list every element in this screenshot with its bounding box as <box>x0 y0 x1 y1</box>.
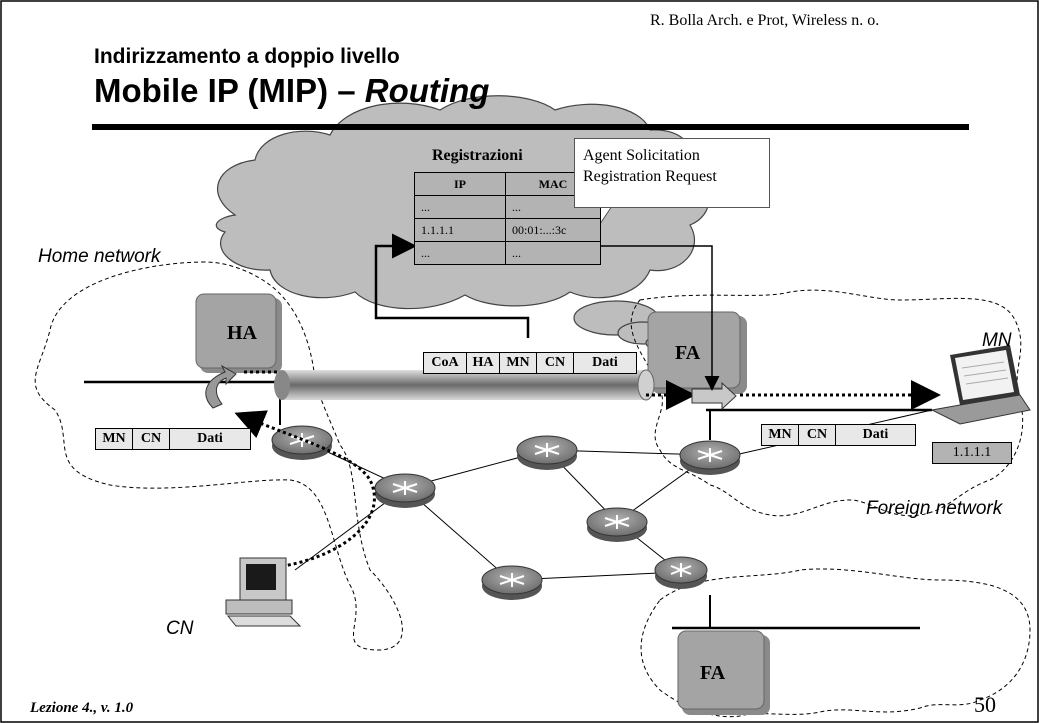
slide-title: Mobile IP (MIP) – Routing <box>94 72 489 110</box>
footer-lesson: Lezione 4., v. 1.0 <box>30 700 134 716</box>
packet-field: MN <box>96 429 133 449</box>
title-italic: Routing <box>364 72 490 109</box>
slide-subtitle: Indirizzamento a doppio livello <box>94 45 400 68</box>
mn-laptop <box>930 345 1031 425</box>
packet-tunnel: CoA HA MN CN Dati <box>423 352 637 374</box>
packet-field: Dati <box>170 429 250 449</box>
cn-pc <box>225 557 302 627</box>
packet-field: Dati <box>574 353 636 373</box>
ha-device <box>195 293 282 373</box>
callout-box: Agent Solicitation Registration Request <box>574 138 770 208</box>
fa-bottom-label: FA <box>700 662 726 684</box>
tunnel <box>274 369 655 401</box>
registry-table: IP MAC ... ... 1.1.1.1 00:01:...:3c ... … <box>414 172 601 265</box>
packet-field: MN <box>762 425 799 445</box>
foreign-network-label: Foreign network <box>866 498 1003 519</box>
page-number: 50 <box>974 692 996 717</box>
registry-cell: 1.1.1.1 <box>414 218 506 242</box>
packet-field: CN <box>799 425 836 445</box>
foreign-network-boundary <box>630 289 1024 517</box>
fa-bottom-device <box>677 630 770 715</box>
callout-line2: Registration Request <box>583 168 717 185</box>
table-row: 1.1.1.1 00:01:...:3c <box>414 218 601 242</box>
mn-label: MN <box>982 330 1012 351</box>
title-rule <box>92 124 969 130</box>
author-credit: R. Bolla Arch. e Prot, Wireless n. o. <box>650 12 880 29</box>
packet-field: CN <box>537 353 574 373</box>
routers <box>271 425 741 600</box>
packet-field: Dati <box>836 425 915 445</box>
fa-device <box>647 311 747 394</box>
table-row: ... ... <box>414 241 601 265</box>
table-row: ... ... <box>414 195 601 219</box>
packet-field: CoA <box>424 353 467 373</box>
callout-line1: Agent Solicitation <box>583 147 700 164</box>
cn-label: CN <box>166 618 194 639</box>
packet-field: CN <box>133 429 170 449</box>
registry-title: Registrazioni <box>432 147 523 164</box>
title-main: Mobile IP (MIP) – <box>94 72 365 109</box>
packet-foreign: MN CN Dati <box>761 424 916 446</box>
packet-field: HA <box>467 353 500 373</box>
home-network-label: Home network <box>38 246 161 267</box>
ha-label: HA <box>227 322 257 344</box>
registry-cell: 00:01:...:3c <box>505 218 601 242</box>
registry-cell: ... <box>414 241 506 265</box>
packet-field: MN <box>500 353 537 373</box>
packet-home: MN CN Dati <box>95 428 251 450</box>
fa-label: FA <box>675 342 701 364</box>
registry-cell: ... <box>414 195 506 219</box>
registry-header-ip: IP <box>414 172 506 196</box>
registry-cell: ... <box>505 241 601 265</box>
mn-ip-address: 1.1.1.1 <box>932 442 1012 464</box>
